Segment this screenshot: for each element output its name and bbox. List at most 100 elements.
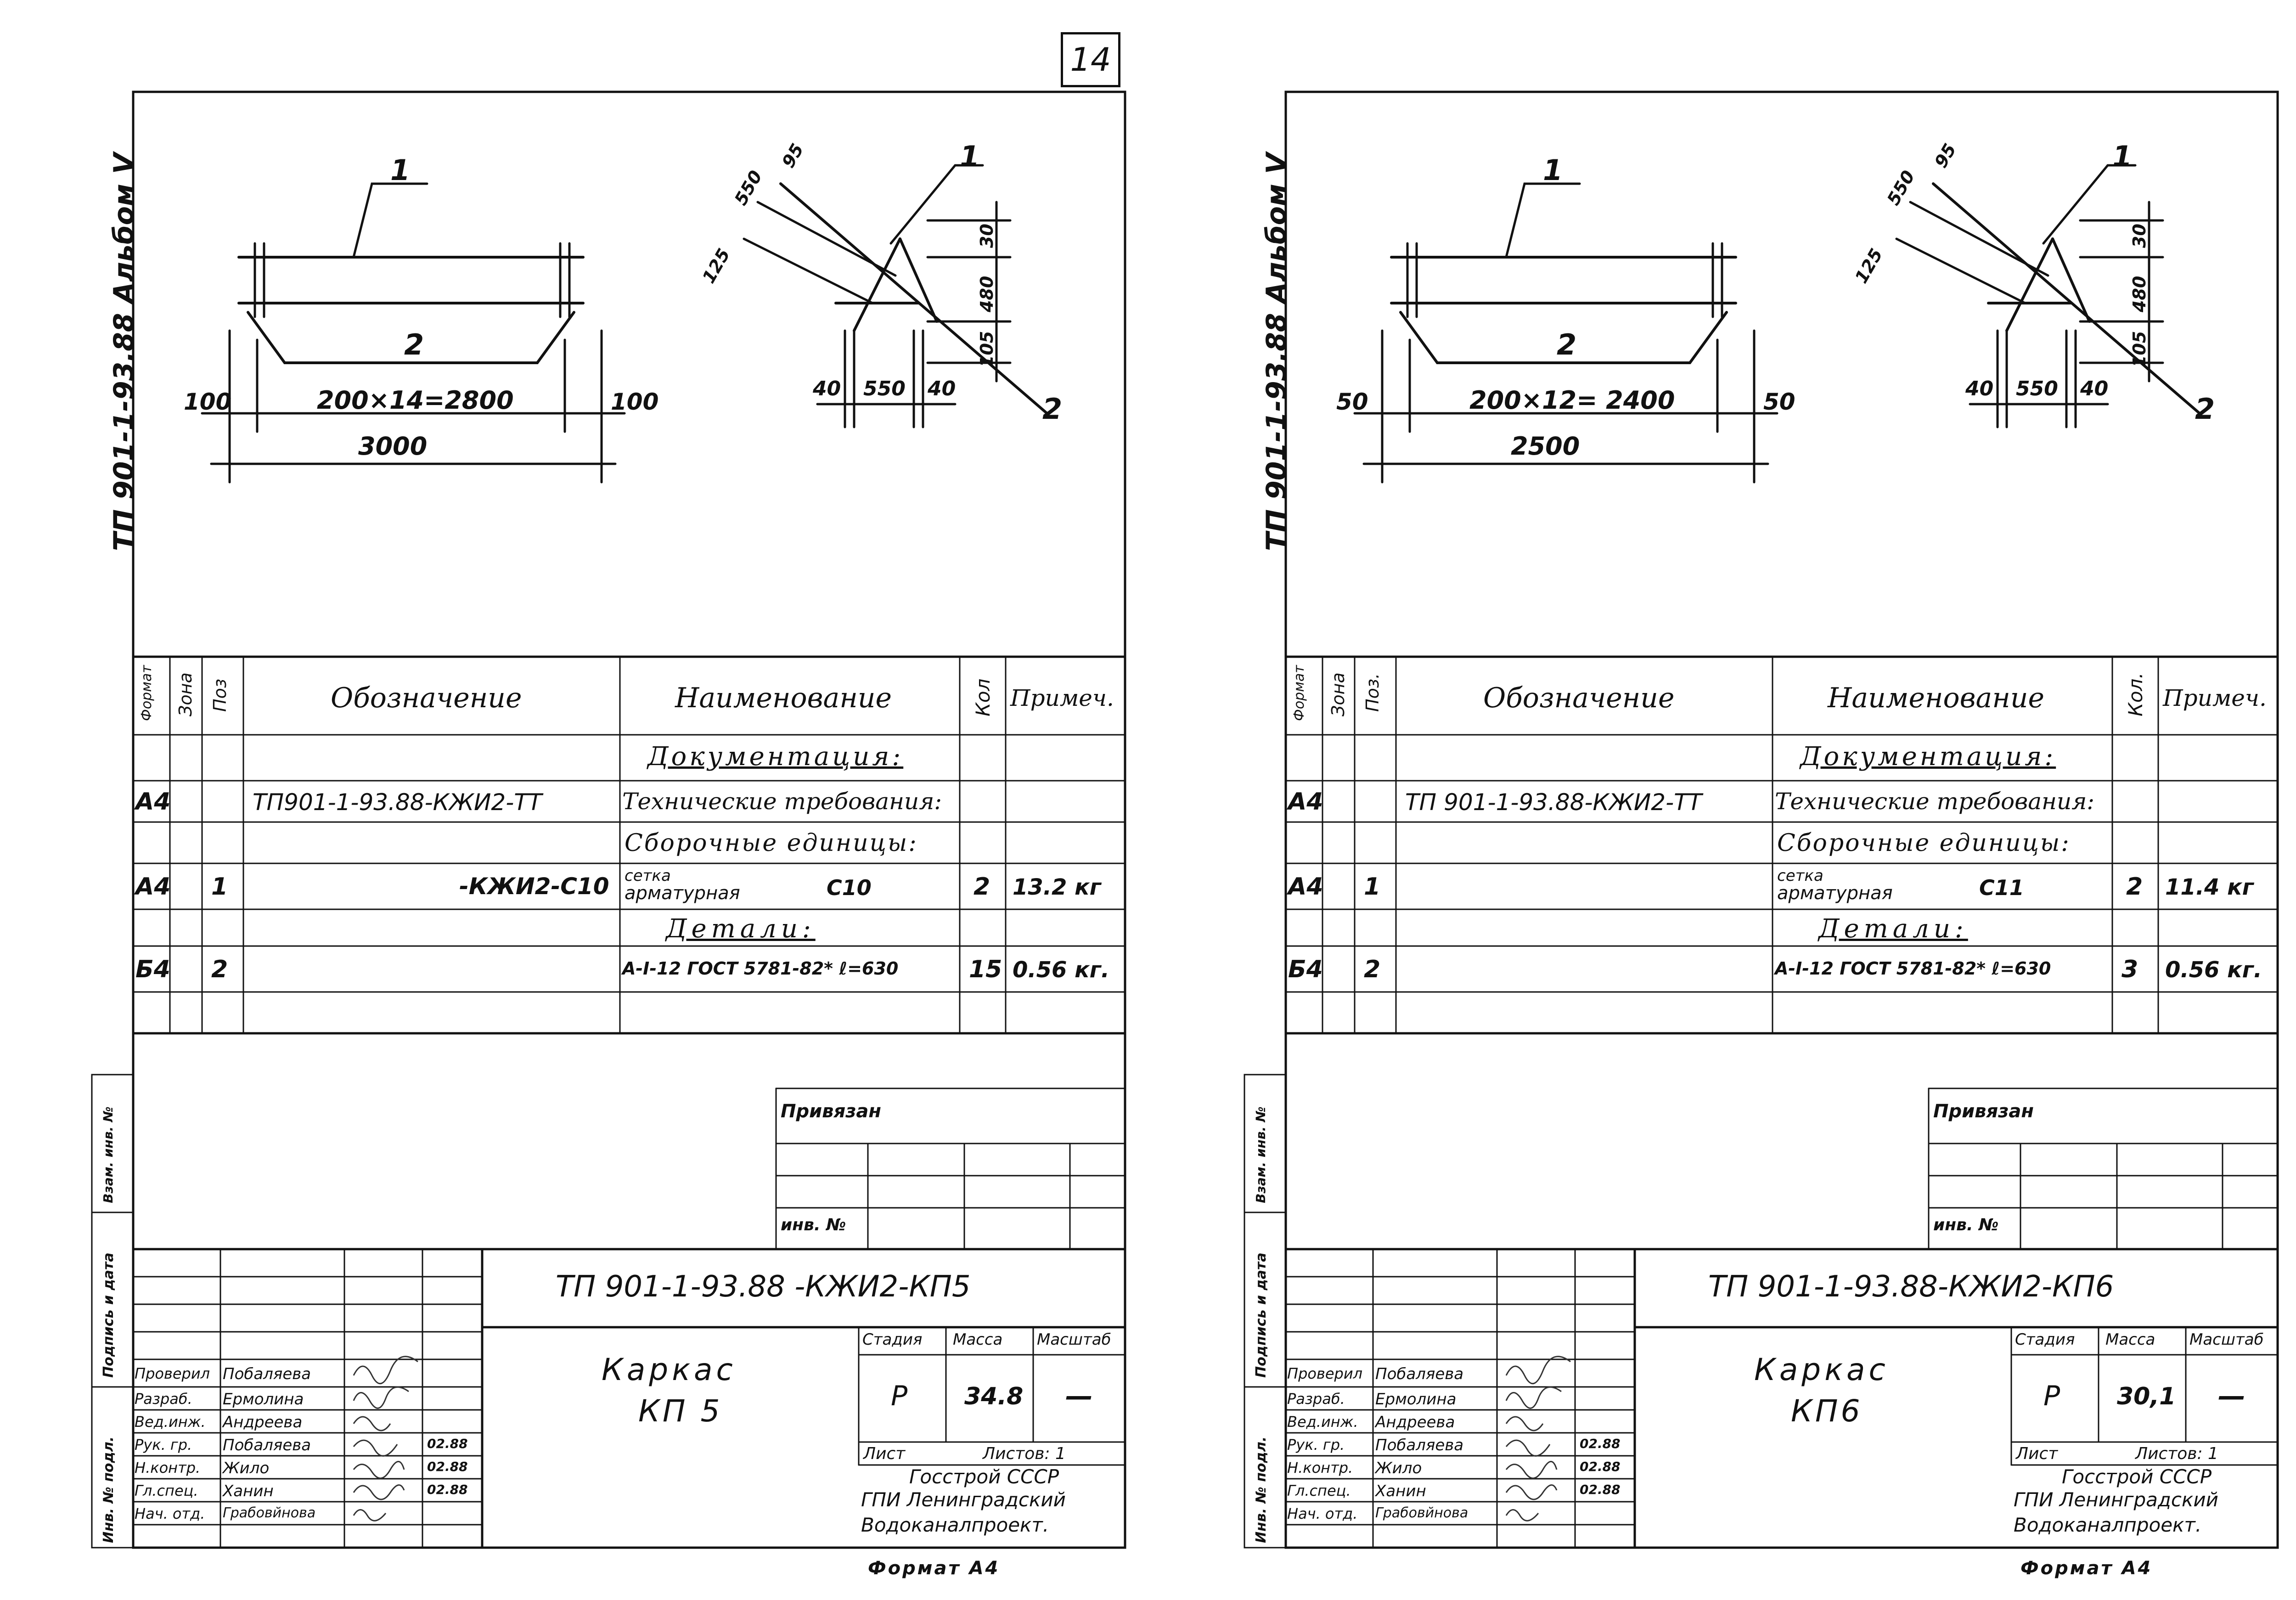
staff-date: 02.88 bbox=[427, 1459, 468, 1474]
staff-name: Грабовйнова bbox=[223, 1505, 316, 1521]
side-bottom-40a: 40 bbox=[813, 377, 841, 400]
role-checked: Проверил bbox=[135, 1365, 210, 1382]
org-line-1: Госстрой СССР bbox=[2062, 1465, 2212, 1488]
role-norm-control: Н.контр. bbox=[135, 1459, 201, 1476]
staff-name: Жило bbox=[223, 1459, 270, 1477]
mass-header: Масса bbox=[2105, 1330, 2155, 1349]
row2-format: А4 bbox=[135, 873, 171, 901]
row3-note: 0.56 кг. bbox=[2165, 957, 2262, 983]
mass-value: 30,1 bbox=[2117, 1383, 2176, 1410]
front-overall: 2500 bbox=[1511, 432, 1580, 461]
org-line-3: Водоканалпроект. bbox=[2014, 1514, 2202, 1536]
stage-value: Р bbox=[2043, 1380, 2060, 1412]
side-bottom-40a: 40 bbox=[1965, 377, 1994, 400]
format-label: Формат А4 bbox=[2020, 1558, 2153, 1579]
drawing-name-2: КП6 bbox=[1791, 1393, 1863, 1429]
sheets-header: Листов: 1 bbox=[983, 1444, 1066, 1463]
privyazan-lines bbox=[1928, 1087, 2279, 1250]
asm-title: Сборочные единицы: bbox=[1777, 829, 2071, 857]
hdr-name: Наименование bbox=[675, 682, 892, 714]
staff-name: Ермолина bbox=[1375, 1390, 1457, 1408]
front-end-left: 50 bbox=[1336, 389, 1368, 415]
stage-value: Р bbox=[891, 1380, 908, 1412]
side-stamp-lines bbox=[91, 1074, 134, 1549]
side-bottom-550: 550 bbox=[2016, 377, 2058, 400]
details-title: Детали: bbox=[1818, 914, 1968, 944]
staff-name: Побаляева bbox=[1375, 1365, 1464, 1383]
staff-date: 02.88 bbox=[1580, 1482, 1621, 1497]
row1-designation: ТП 901-1-93.88-КЖИ2-ТТ bbox=[1405, 789, 1702, 816]
details-title: Детали: bbox=[666, 914, 816, 944]
side-view-drawing bbox=[1895, 164, 2201, 428]
drawing-name-1: Каркас bbox=[1754, 1352, 1889, 1387]
hdr-note: Примеч. bbox=[1010, 685, 1114, 711]
sheet-header: Лист bbox=[863, 1444, 906, 1463]
hdr-name: Наименование bbox=[1828, 682, 2045, 714]
staff-date: 02.88 bbox=[427, 1482, 468, 1497]
row3-name: А-I-12 ГОСТ 5781-82* ℓ=630 bbox=[1775, 958, 2051, 979]
row2-name-a: сетка bbox=[625, 867, 671, 885]
front-spacing: 200×14=2800 bbox=[317, 386, 514, 415]
drawing-name-2: КП 5 bbox=[638, 1393, 723, 1429]
row2-name-c: С10 bbox=[827, 875, 872, 900]
front-label-1: 1 bbox=[390, 153, 411, 187]
sheets-header: Листов: 1 bbox=[2135, 1444, 2218, 1463]
drawing-code: ТП 901-1-93.88 -КЖИ2-КП5 bbox=[556, 1270, 971, 1304]
row2-name-b: арматурная bbox=[1777, 883, 1893, 904]
role-dept-head: Нач. отд. bbox=[135, 1505, 205, 1522]
row3-pos: 2 bbox=[1364, 956, 1381, 983]
staff-name: Побаляева bbox=[223, 1365, 311, 1383]
role-chief-spec: Гл.спец. bbox=[1287, 1482, 1351, 1499]
stage-header: Стадия bbox=[862, 1330, 923, 1349]
docs-title: Документация: bbox=[1800, 742, 2056, 772]
side-bottom-40b: 40 bbox=[928, 377, 956, 400]
row3-qty: 15 bbox=[969, 956, 1002, 983]
row2-note: 11.4 кг bbox=[2165, 874, 2254, 900]
front-end-right: 100 bbox=[611, 389, 659, 415]
side-label-1: 1 bbox=[960, 140, 980, 173]
front-end-left: 100 bbox=[184, 389, 232, 415]
drawing-name-1: Каркас bbox=[602, 1352, 737, 1387]
sheet-linework bbox=[1244, 90, 2279, 1549]
role-norm-control: Н.контр. bbox=[1287, 1459, 1353, 1476]
role-group-head: Рук. гр. bbox=[135, 1436, 192, 1454]
side-bottom-550: 550 bbox=[863, 377, 906, 400]
inv-label: инв. № bbox=[1933, 1216, 1999, 1234]
mass-header: Масса bbox=[953, 1330, 1003, 1349]
row1-format: А4 bbox=[1288, 788, 1323, 816]
scale-value: — bbox=[1065, 1380, 1093, 1412]
row2-name-c: С11 bbox=[1979, 875, 2024, 900]
side-label-2: 2 bbox=[2195, 392, 2215, 426]
staff-name: Жило bbox=[1375, 1459, 1422, 1477]
org-line-2: ГПИ Ленинградский bbox=[861, 1488, 1066, 1511]
role-developer: Разраб. bbox=[135, 1390, 192, 1408]
role-chief-spec: Гл.спец. bbox=[135, 1482, 198, 1499]
staff-name: Грабовйнова bbox=[1375, 1505, 1469, 1521]
row2-format: А4 bbox=[1288, 873, 1323, 901]
front-label-2: 2 bbox=[1557, 328, 1577, 361]
row3-name: А-I-12 ГОСТ 5781-82* ℓ=630 bbox=[622, 958, 899, 979]
staff-name: Побаляева bbox=[1375, 1436, 1464, 1454]
role-group-head: Рук. гр. bbox=[1287, 1436, 1345, 1454]
front-label-1: 1 bbox=[1543, 153, 1563, 187]
privyazan-label: Привязан bbox=[781, 1101, 882, 1122]
page-number: 14 bbox=[1061, 32, 1120, 87]
sheet-linework bbox=[91, 90, 1126, 1549]
row1-format: А4 bbox=[135, 788, 171, 816]
row1-name: Технические требования: bbox=[1775, 788, 2095, 815]
row2-designation: -КЖИ2-С10 bbox=[459, 873, 609, 900]
sheet-kp5: ТП 901-1-93.88 Альбом V 1 2 100 100 200×… bbox=[91, 90, 1126, 1577]
row2-qty: 2 bbox=[2126, 873, 2143, 901]
signatures bbox=[353, 1356, 418, 1521]
spec-table-lines bbox=[132, 655, 1126, 1035]
staff-name: Ермолина bbox=[223, 1390, 304, 1408]
staff-name: Ханин bbox=[1375, 1482, 1426, 1500]
row1-designation: ТП901-1-93.88-КЖИ2-ТТ bbox=[253, 789, 542, 816]
front-label-2: 2 bbox=[404, 328, 424, 361]
drawing-code: ТП 901-1-93.88-КЖИ2-КП6 bbox=[1708, 1270, 2114, 1304]
row1-name: Технические требования: bbox=[622, 788, 942, 815]
staff-name: Побаляева bbox=[223, 1436, 311, 1454]
org-line-2: ГПИ Ленинградский bbox=[2014, 1488, 2218, 1511]
privyazan-label: Привязан bbox=[1933, 1101, 2034, 1122]
sheet-kp6: ТП 901-1-93.88 Альбом V 1 2 50 50 200×12… bbox=[1153, 0, 2296, 1600]
